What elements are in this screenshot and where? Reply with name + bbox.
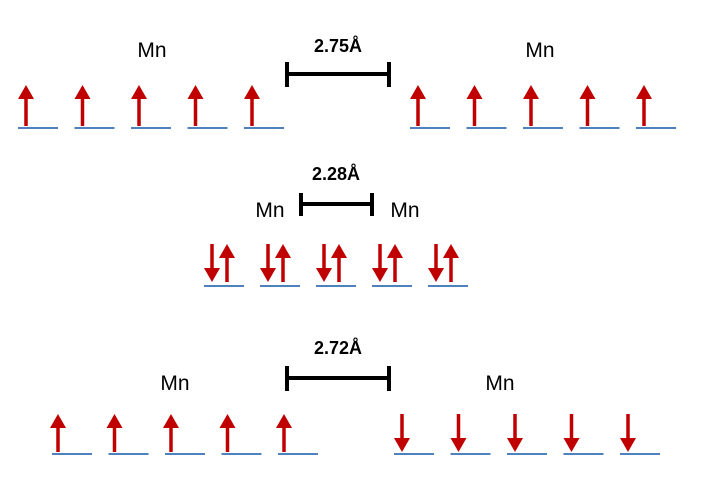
mn-label-left: Mn: [137, 39, 166, 62]
spin-up-arrow-icon: [244, 85, 260, 126]
mn-label-left: Mn: [160, 372, 189, 395]
spin-down-arrow-icon: [204, 244, 220, 282]
panel-1: 2.75Å Mn Mn: [18, 36, 676, 129]
distance-bar: [285, 366, 391, 391]
orbital: [563, 414, 604, 455]
spin-up-arrow-icon: [331, 244, 347, 282]
spin-down-arrow-icon: [428, 244, 444, 282]
orbital: [106, 414, 149, 455]
mn-label-right: Mn: [525, 39, 554, 62]
orbital: [410, 85, 450, 129]
distance-label: 2.75Å: [314, 36, 362, 56]
spin-down-arrow-icon: [507, 414, 523, 452]
spin-down-arrow-icon: [394, 414, 410, 452]
orbital: [131, 85, 171, 129]
mn-label-left: Mn: [255, 199, 284, 222]
distance-bar: [285, 62, 391, 87]
spin-down-arrow-icon: [620, 414, 636, 452]
orbital: [394, 414, 434, 455]
orbital: [18, 85, 58, 129]
spin-down-arrow-icon: [260, 244, 276, 282]
mn-label-right: Mn: [390, 199, 419, 222]
orbital: [50, 414, 92, 455]
panel-3: 2.72Å Mn Mn: [50, 338, 660, 455]
orbital: [74, 85, 115, 129]
orbital: [163, 414, 205, 455]
spin-up-arrow-icon: [276, 414, 292, 452]
distance-label: 2.72Å: [314, 338, 362, 358]
spin-up-arrow-icon: [74, 85, 91, 126]
spin-up-arrow-icon: [636, 85, 652, 126]
panel-2: 2.28Å Mn Mn: [204, 164, 468, 287]
orbital: [316, 244, 356, 287]
spin-up-arrow-icon: [443, 244, 459, 282]
spin-up-arrow-icon: [219, 244, 235, 282]
orbital: [204, 244, 244, 287]
orbital: [523, 85, 563, 129]
spin-up-arrow-icon: [275, 244, 291, 282]
spin-down-arrow-icon: [372, 244, 388, 282]
orbital: [636, 85, 676, 129]
spin-up-arrow-icon: [187, 85, 204, 126]
orbital: [276, 414, 318, 455]
orbital: [507, 414, 547, 455]
orbital: [466, 85, 507, 129]
spin-up-arrow-icon: [579, 85, 596, 126]
spin-up-arrow-icon: [163, 414, 179, 452]
orbital: [219, 414, 262, 455]
spin-down-arrow-icon: [450, 414, 467, 452]
spin-up-arrow-icon: [131, 85, 147, 126]
spin-up-arrow-icon: [18, 85, 34, 126]
spin-up-arrow-icon: [50, 414, 66, 452]
orbital: [187, 85, 228, 129]
orbital: [428, 244, 468, 287]
orbital: [372, 244, 412, 287]
spin-up-arrow-icon: [410, 85, 426, 126]
spin-down-arrow-icon: [316, 244, 332, 282]
distance-label: 2.28Å: [312, 164, 360, 184]
spin-up-arrow-icon: [106, 414, 123, 452]
orbital: [260, 244, 300, 287]
distance-bar: [299, 193, 374, 216]
orbital: [450, 414, 491, 455]
spin-up-arrow-icon: [466, 85, 483, 126]
orbital: [244, 85, 284, 129]
spin-down-arrow-icon: [563, 414, 580, 452]
spin-up-arrow-icon: [219, 414, 236, 452]
spin-up-arrow-icon: [523, 85, 539, 126]
spin-up-arrow-icon: [387, 244, 403, 282]
orbital: [620, 414, 660, 455]
mn-label-right: Mn: [485, 372, 514, 395]
orbital: [579, 85, 620, 129]
